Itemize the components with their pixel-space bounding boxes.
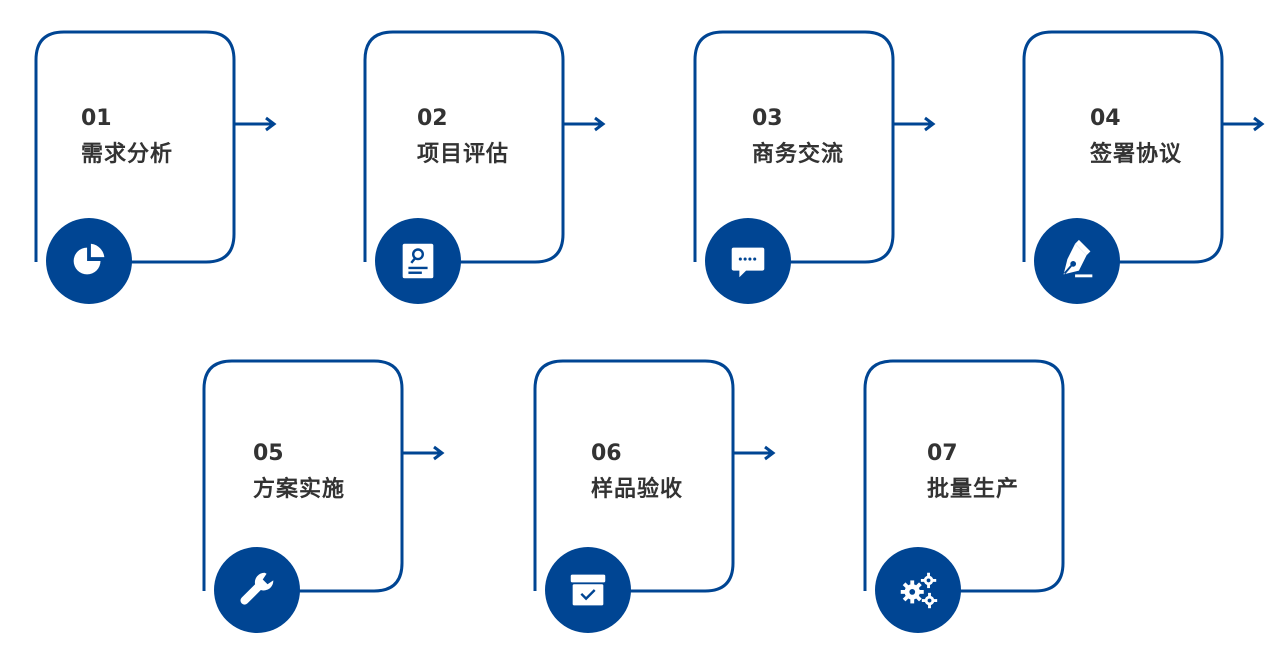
fountain-pen-icon — [1063, 239, 1093, 278]
step-label: 项目评估 — [417, 142, 510, 167]
chat-bubble-icon — [731, 247, 765, 278]
step-label: 样品验收 — [591, 477, 684, 502]
step-frame — [363, 30, 606, 264]
step-badge — [375, 218, 461, 304]
step-04: 04 签署协议 — [1022, 30, 1265, 307]
step-frame — [693, 30, 936, 264]
step-06: 06 样品验收 — [533, 359, 776, 636]
step-number: 06 — [591, 441, 622, 466]
gears-icon — [900, 572, 938, 609]
step-number: 07 — [927, 441, 958, 466]
step-03: 03 商务交流 — [693, 30, 936, 307]
step-number: 05 — [253, 441, 284, 466]
step-frame — [863, 359, 1065, 593]
step-badge — [545, 547, 631, 633]
wrench-icon — [240, 572, 274, 605]
step-number: 03 — [752, 106, 783, 131]
step-number: 04 — [1090, 106, 1121, 131]
step-number: 02 — [417, 106, 448, 131]
step-frame — [34, 30, 277, 264]
step-badge — [1034, 218, 1120, 304]
step-number: 01 — [81, 106, 112, 131]
step-badge — [46, 218, 132, 304]
step-01: 01 需求分析 — [34, 30, 277, 307]
pie-chart-icon — [73, 243, 105, 275]
step-label: 需求分析 — [81, 142, 174, 167]
document-search-icon — [402, 243, 434, 279]
step-badge — [214, 547, 300, 633]
step-badge — [875, 547, 961, 633]
step-frame — [1022, 30, 1265, 264]
step-badge — [705, 218, 791, 304]
checked-box-icon — [570, 574, 606, 606]
step-02: 02 项目评估 — [363, 30, 606, 307]
step-07: 07 批量生产 — [863, 359, 1105, 636]
step-label: 签署协议 — [1090, 142, 1183, 167]
step-05: 05 方案实施 — [202, 359, 445, 636]
step-label: 方案实施 — [253, 477, 346, 502]
step-label: 商务交流 — [752, 142, 845, 167]
step-label: 批量生产 — [927, 477, 1020, 502]
step-frame — [533, 359, 776, 593]
step-frame — [202, 359, 445, 593]
